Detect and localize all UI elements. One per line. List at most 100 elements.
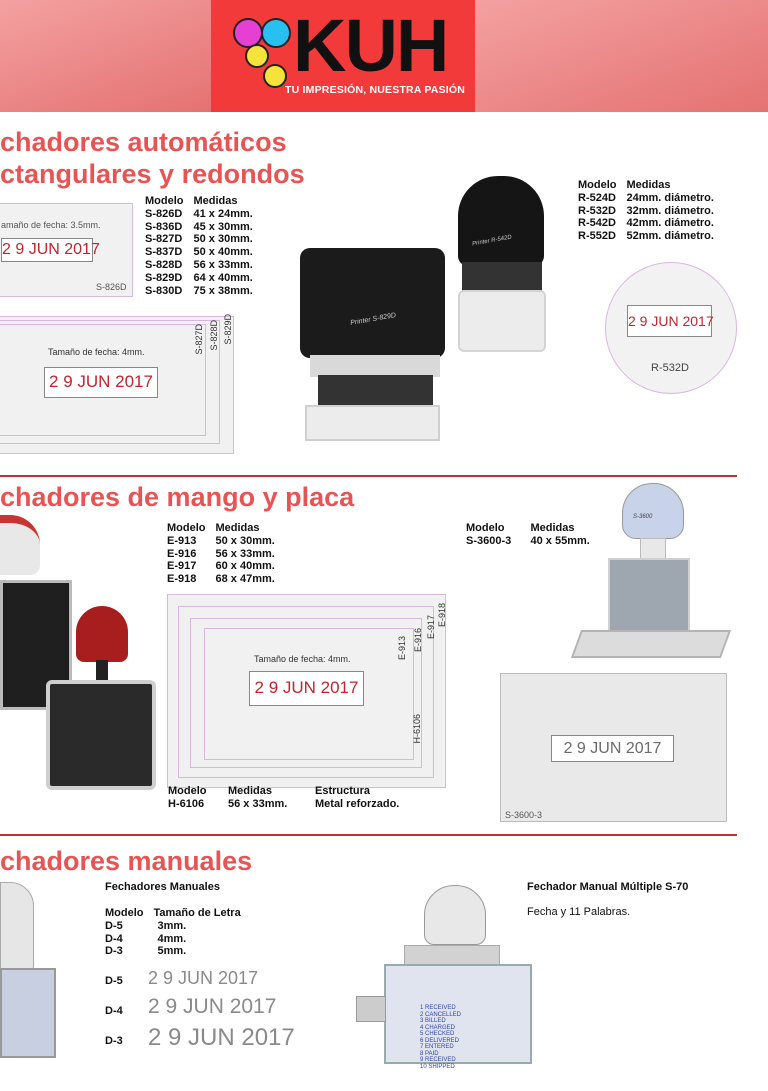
model-label: S-826D: [96, 282, 127, 292]
yellow-circle-icon: [263, 64, 287, 88]
header-banner: KUH TU IMPRESIÓN, NUESTRA PASIÓN: [0, 0, 768, 112]
yellow-circle-icon: [245, 44, 269, 68]
brand-name: KUH: [293, 4, 449, 87]
h6106-structure: Metal reforzado.: [315, 798, 400, 810]
model-label: E-918: [437, 603, 447, 628]
brand-logo: KUH TU IMPRESIÓN, NUESTRA PASIÓN: [211, 0, 475, 112]
sample-model-d4: D-4: [105, 1005, 123, 1017]
cyan-circle-icon: [261, 18, 291, 48]
section3-title: chadores manuales: [0, 846, 253, 876]
stamp-s70-handle: [424, 885, 486, 945]
sample-s826d: amaño de fecha: 3.5mm. 2 9 JUN 2017 S-82…: [0, 203, 133, 297]
model-label: E-913: [397, 636, 407, 661]
header-photo-left: [0, 0, 211, 112]
table-header: Modelo: [145, 195, 184, 207]
sample-date: 2 9 JUN 2017: [44, 367, 158, 398]
sample-model-d5: D-5: [105, 975, 123, 987]
stamp-r542d-body: Printer R-542D: [458, 176, 544, 266]
stamp-d-handle: [0, 882, 34, 972]
stamp-r542d-dates: [462, 262, 542, 292]
stamp-d-bands: [0, 968, 56, 1058]
manual-heading: Fechadores Manuales: [105, 881, 220, 893]
h6106-header-size: Medidas: [228, 785, 273, 797]
stamp-h6106-frame: [46, 680, 156, 790]
model-label: S-829D: [223, 314, 233, 345]
stamp-label: S-3600: [633, 514, 653, 520]
model-label: S-827D: [194, 324, 204, 355]
sample-date-d3: 2 9 JUN 2017: [148, 1024, 295, 1051]
table-header: Medidas: [530, 522, 575, 534]
sample-s827d-outline: [0, 324, 206, 436]
header-photo-right: [475, 0, 768, 112]
h6106-model: H-6106: [168, 798, 205, 810]
model-label: S-3600-3: [505, 810, 543, 820]
sample-date: 2 9 JUN 2017: [249, 671, 364, 706]
table-header: Medidas: [215, 522, 260, 534]
table-header: Tamaño de Letra: [153, 907, 241, 919]
brand-slogan: TU IMPRESIÓN, NUESTRA PASIÓN: [285, 84, 466, 96]
table-header: Modelo: [466, 522, 505, 534]
stamp-s829d-base: [305, 405, 440, 441]
table-header: Modelo: [167, 522, 206, 534]
font-size-label: Tamaño de fecha: 4mm.: [48, 347, 145, 357]
table-header: Modelo: [578, 179, 617, 191]
model-label: S-828D: [209, 320, 219, 351]
stamp-s829d-band: [310, 355, 440, 377]
sample-date: 2 9 JUN 2017: [627, 305, 714, 337]
section-divider: [0, 834, 737, 836]
section-divider: [0, 475, 737, 477]
stamp-s3600-body: [608, 558, 690, 638]
sample-date-d5: 2 9 JUN 2017: [148, 968, 259, 988]
stamp-s829d-body: Printer S-829D: [300, 248, 445, 358]
table-header: Medidas: [626, 179, 671, 191]
stamp-label: Printer S-829D: [349, 312, 397, 327]
table-header: Medidas: [193, 195, 238, 207]
sample-date-d4: 2 9 JUN 2017: [148, 995, 277, 1018]
section1-title-line1: chadores automáticos: [0, 127, 287, 157]
model-label: R-532D: [651, 362, 689, 374]
font-size-label: amaño de fecha: 3.5mm.: [1, 220, 101, 230]
section2-title: chadores de mango y placa: [0, 482, 355, 512]
stamp-handle-white: [0, 515, 40, 575]
h6106-header-structure: Estructura: [315, 785, 371, 797]
stamp-s3600-handle: S-3600: [622, 483, 684, 539]
font-size-label: Tamaño de fecha: 4mm.: [254, 654, 351, 664]
model-label: H-6106: [412, 714, 422, 744]
s70-heading: Fechador Manual Múltiple S-70: [527, 881, 689, 893]
stamp-label: Printer R-542D: [471, 234, 513, 248]
stamp-s70-knob: [356, 996, 386, 1022]
model-label: E-916: [413, 628, 423, 653]
sample-e916-outline: [190, 618, 422, 768]
sample-e913-outline: [204, 628, 414, 760]
h6106-header-model: Modelo: [168, 785, 207, 797]
s70-text: Fecha y 11 Palabras.: [527, 906, 631, 918]
stamp-r542d-base: [458, 290, 546, 352]
stamp-s3600-base: [570, 630, 732, 658]
sample-e917-outline: [178, 606, 434, 778]
sample-model-d3: D-3: [105, 1035, 123, 1047]
sample-s828d-outline: [0, 320, 220, 444]
